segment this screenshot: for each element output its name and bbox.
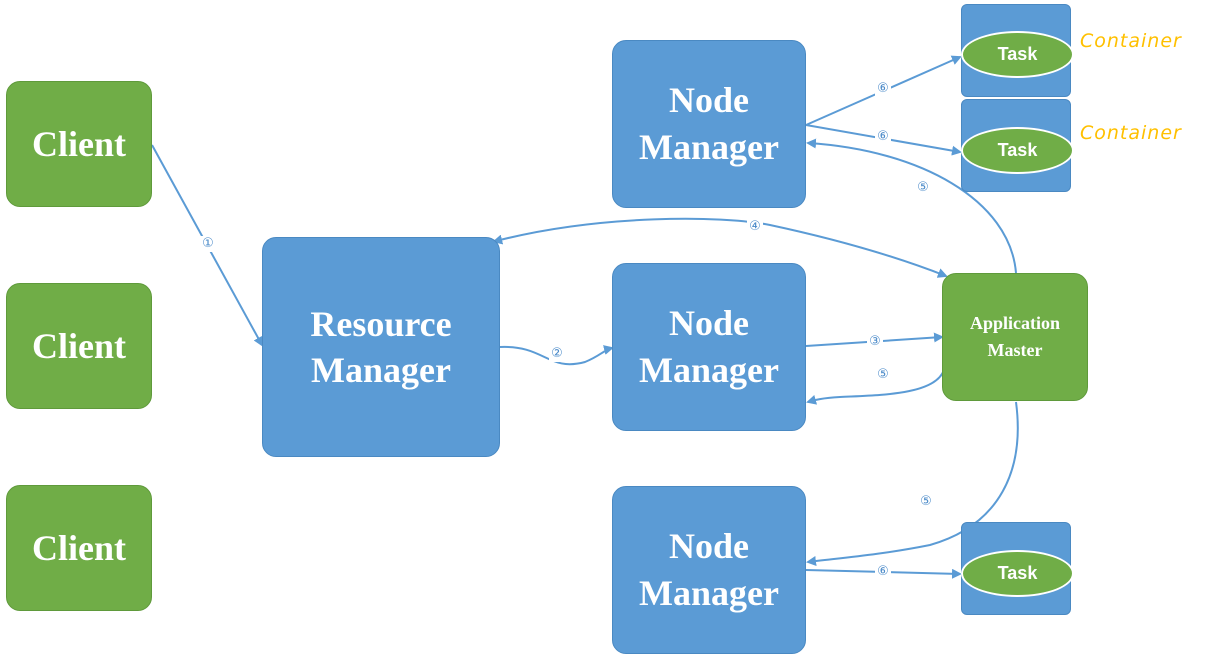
step-label-5-bottom: ⑤	[918, 494, 934, 510]
container-label-1: Container	[1080, 30, 1182, 52]
arrow-step-4	[492, 217, 948, 278]
node-manager-top: Node Manager	[612, 40, 806, 208]
node-manager-bottom: Node Manager	[612, 486, 806, 654]
application-master-box: Application Master	[942, 273, 1088, 401]
arrow-step-2	[499, 345, 614, 366]
arrow-step-5-mid	[806, 369, 945, 405]
client-box-2: Client	[6, 283, 152, 409]
task-ellipse-3: Task	[961, 550, 1074, 597]
task-ellipse-2: Task	[961, 127, 1074, 174]
task-ellipse-1: Task	[961, 31, 1074, 78]
resource-manager-box: Resource Manager	[262, 237, 500, 457]
step-label-2: ②	[549, 346, 565, 362]
step-label-5-top: ⑤	[915, 180, 931, 196]
client-box-3: Client	[6, 485, 152, 611]
step-label-4: ④	[747, 219, 763, 235]
arrow-step-5-top	[806, 138, 1017, 274]
node-manager-middle: Node Manager	[612, 263, 806, 431]
step-label-5-mid: ⑤	[875, 367, 891, 383]
arrow-step-5-bottom	[806, 401, 1019, 566]
step-label-6-c: ⑥	[875, 564, 891, 580]
client-box-1: Client	[6, 81, 152, 207]
container-label-2: Container	[1080, 122, 1182, 144]
step-label-3: ③	[867, 334, 883, 350]
step-label-6-a: ⑥	[875, 81, 891, 97]
step-label-1: ①	[200, 236, 216, 252]
step-label-6-b: ⑥	[875, 129, 891, 145]
